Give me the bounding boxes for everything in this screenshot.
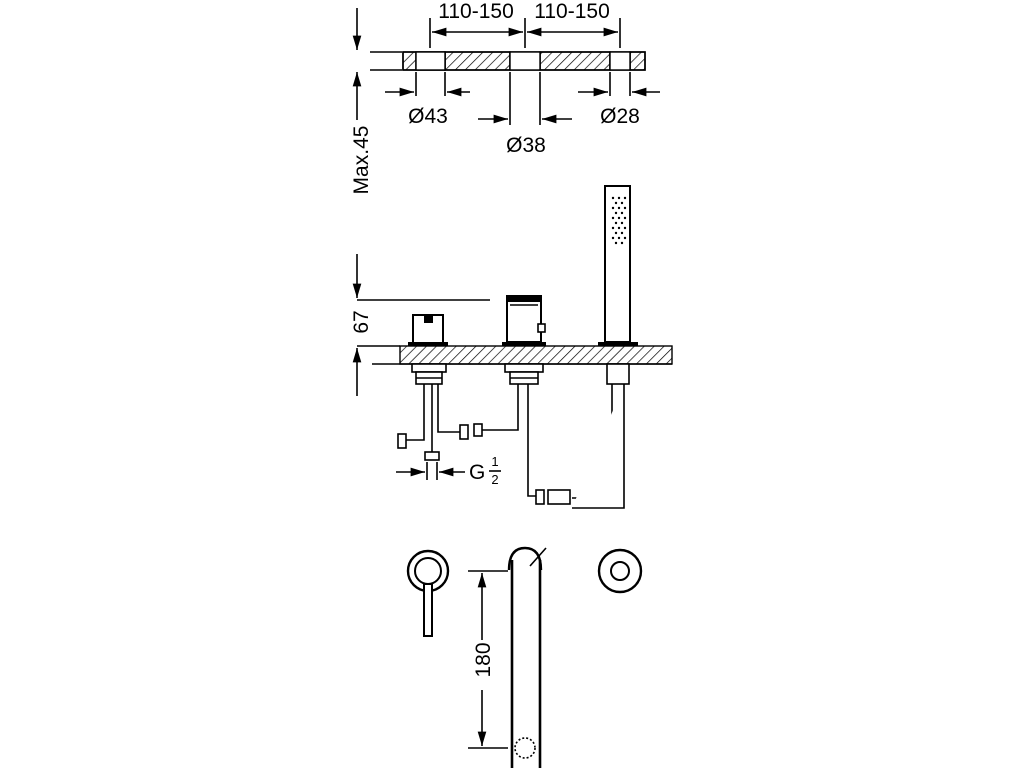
shower-rosette <box>597 548 643 594</box>
connection-thread-label: G <box>469 461 485 484</box>
diverter-body <box>473 295 571 505</box>
deck-plate-right-segment <box>629 51 646 71</box>
connection-fraction-numerator: 1 <box>491 454 498 469</box>
side-view: 67 G 1 2 <box>350 185 673 509</box>
spacing-right-label: 110-150 <box>534 0 610 23</box>
hole-left-diameter: Ø43 <box>408 105 448 128</box>
deck-plate-segment-b <box>539 51 611 71</box>
hole-center-diameter: Ø38 <box>506 134 546 157</box>
mixer-hose-right <box>437 384 464 433</box>
mixer-valve <box>397 314 469 461</box>
spacing-left-label: 110-150 <box>438 0 514 23</box>
hand-shower <box>572 185 638 509</box>
lever-handle <box>406 549 450 637</box>
front-view: 180 <box>406 546 643 768</box>
diverter-hose-left <box>478 384 519 431</box>
spout-reach-label: 180 <box>472 642 495 677</box>
connection-fraction-denominator: 2 <box>491 472 498 487</box>
deck-thickness-label: Max.45 <box>350 126 373 195</box>
shower-nozzle-dots <box>611 196 627 245</box>
hole-right-diameter: Ø28 <box>600 105 640 128</box>
height-label: 67 <box>350 310 373 333</box>
deck-section <box>399 345 673 365</box>
top-view: 110-150 110-150 Ø43 Ø38 Ø28 Max.45 <box>350 0 660 194</box>
shower-hose-right-edge <box>572 384 625 509</box>
mixer-hose-left <box>402 384 425 441</box>
spout <box>507 546 547 768</box>
diverter-hose-down <box>527 384 540 497</box>
deck-plate-segment-a <box>444 51 511 71</box>
